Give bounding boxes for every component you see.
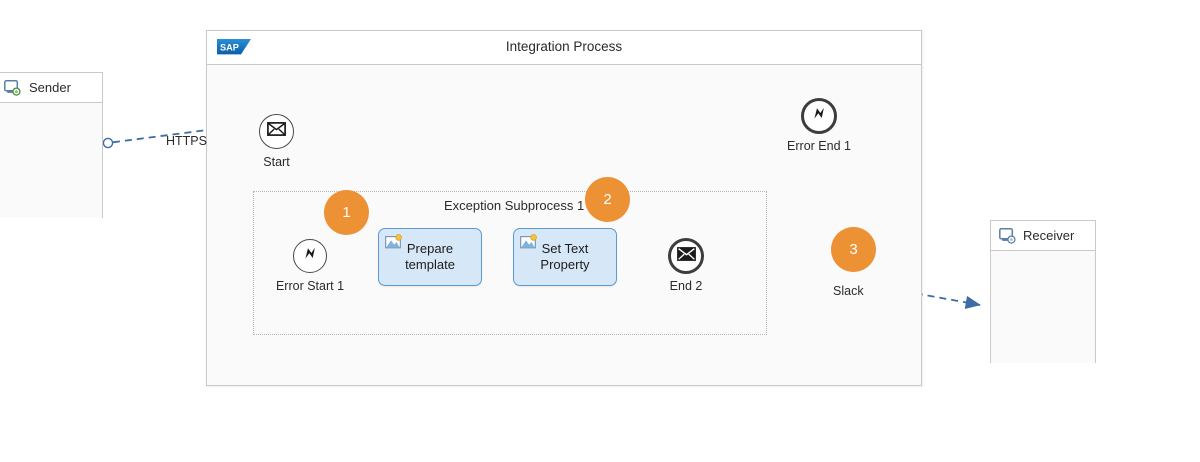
start-event-label: Start	[263, 155, 290, 169]
end-2-event[interactable]	[668, 238, 704, 274]
annotation-badge-1-number: 1	[342, 204, 351, 221]
task-label-line2: Property	[540, 257, 590, 272]
end-2-label: End 2	[669, 279, 703, 293]
message-flow-source-dot	[102, 137, 114, 149]
task-label-line1: Set Text	[541, 241, 589, 256]
task-label: Prepare template	[399, 241, 461, 273]
sender-body	[0, 103, 102, 218]
receiver-participant[interactable]: Receiver	[990, 220, 1096, 363]
envelope-icon	[267, 122, 286, 141]
error-bolt-icon	[811, 105, 828, 127]
task-label: Set Text Property	[534, 241, 595, 273]
error-end-1-event[interactable]	[801, 98, 837, 134]
error-start-1-label: Error Start 1	[275, 279, 345, 293]
sap-logo: SAP	[217, 39, 251, 56]
receiver-title: Receiver	[1023, 228, 1075, 243]
error-end-1-label: Error End 1	[787, 139, 851, 153]
receiver-header: Receiver	[991, 221, 1095, 251]
annotation-badge-2-number: 2	[603, 191, 612, 208]
error-bolt-icon	[302, 245, 319, 267]
receiver-body	[991, 251, 1095, 363]
annotation-badge-2[interactable]: 2	[585, 177, 630, 222]
task-set-text-property[interactable]: Set Text Property	[513, 228, 617, 286]
sender-title: Sender	[29, 80, 71, 95]
sender-participant[interactable]: Sender	[0, 72, 103, 218]
task-label-line1: Prepare	[406, 241, 454, 256]
task-prepare-template[interactable]: Prepare template	[378, 228, 482, 286]
task-label-line2: template	[405, 257, 455, 272]
svg-text:SAP: SAP	[220, 43, 239, 53]
image-task-icon	[385, 234, 403, 251]
pool-header: SAP Integration Process	[207, 31, 921, 65]
start-event[interactable]	[259, 114, 294, 149]
annotation-badge-1[interactable]: 1	[324, 190, 369, 235]
annotation-badge-3[interactable]: 3	[831, 227, 876, 272]
envelope-icon	[676, 246, 696, 266]
exception-subprocess-1[interactable]	[253, 191, 767, 335]
system-monitor-icon	[999, 228, 1016, 244]
exception-subprocess-1-title: Exception Subprocess 1	[444, 198, 585, 213]
message-flow-label-https: HTTPS	[166, 134, 207, 148]
pool-title: Integration Process	[505, 39, 623, 54]
sender-header: Sender	[0, 73, 102, 103]
message-flow-label-slack: Slack	[833, 284, 864, 298]
image-task-icon	[520, 234, 538, 251]
annotation-badge-3-number: 3	[849, 241, 858, 258]
system-monitor-icon	[4, 80, 21, 96]
error-start-1-event[interactable]	[293, 239, 327, 273]
